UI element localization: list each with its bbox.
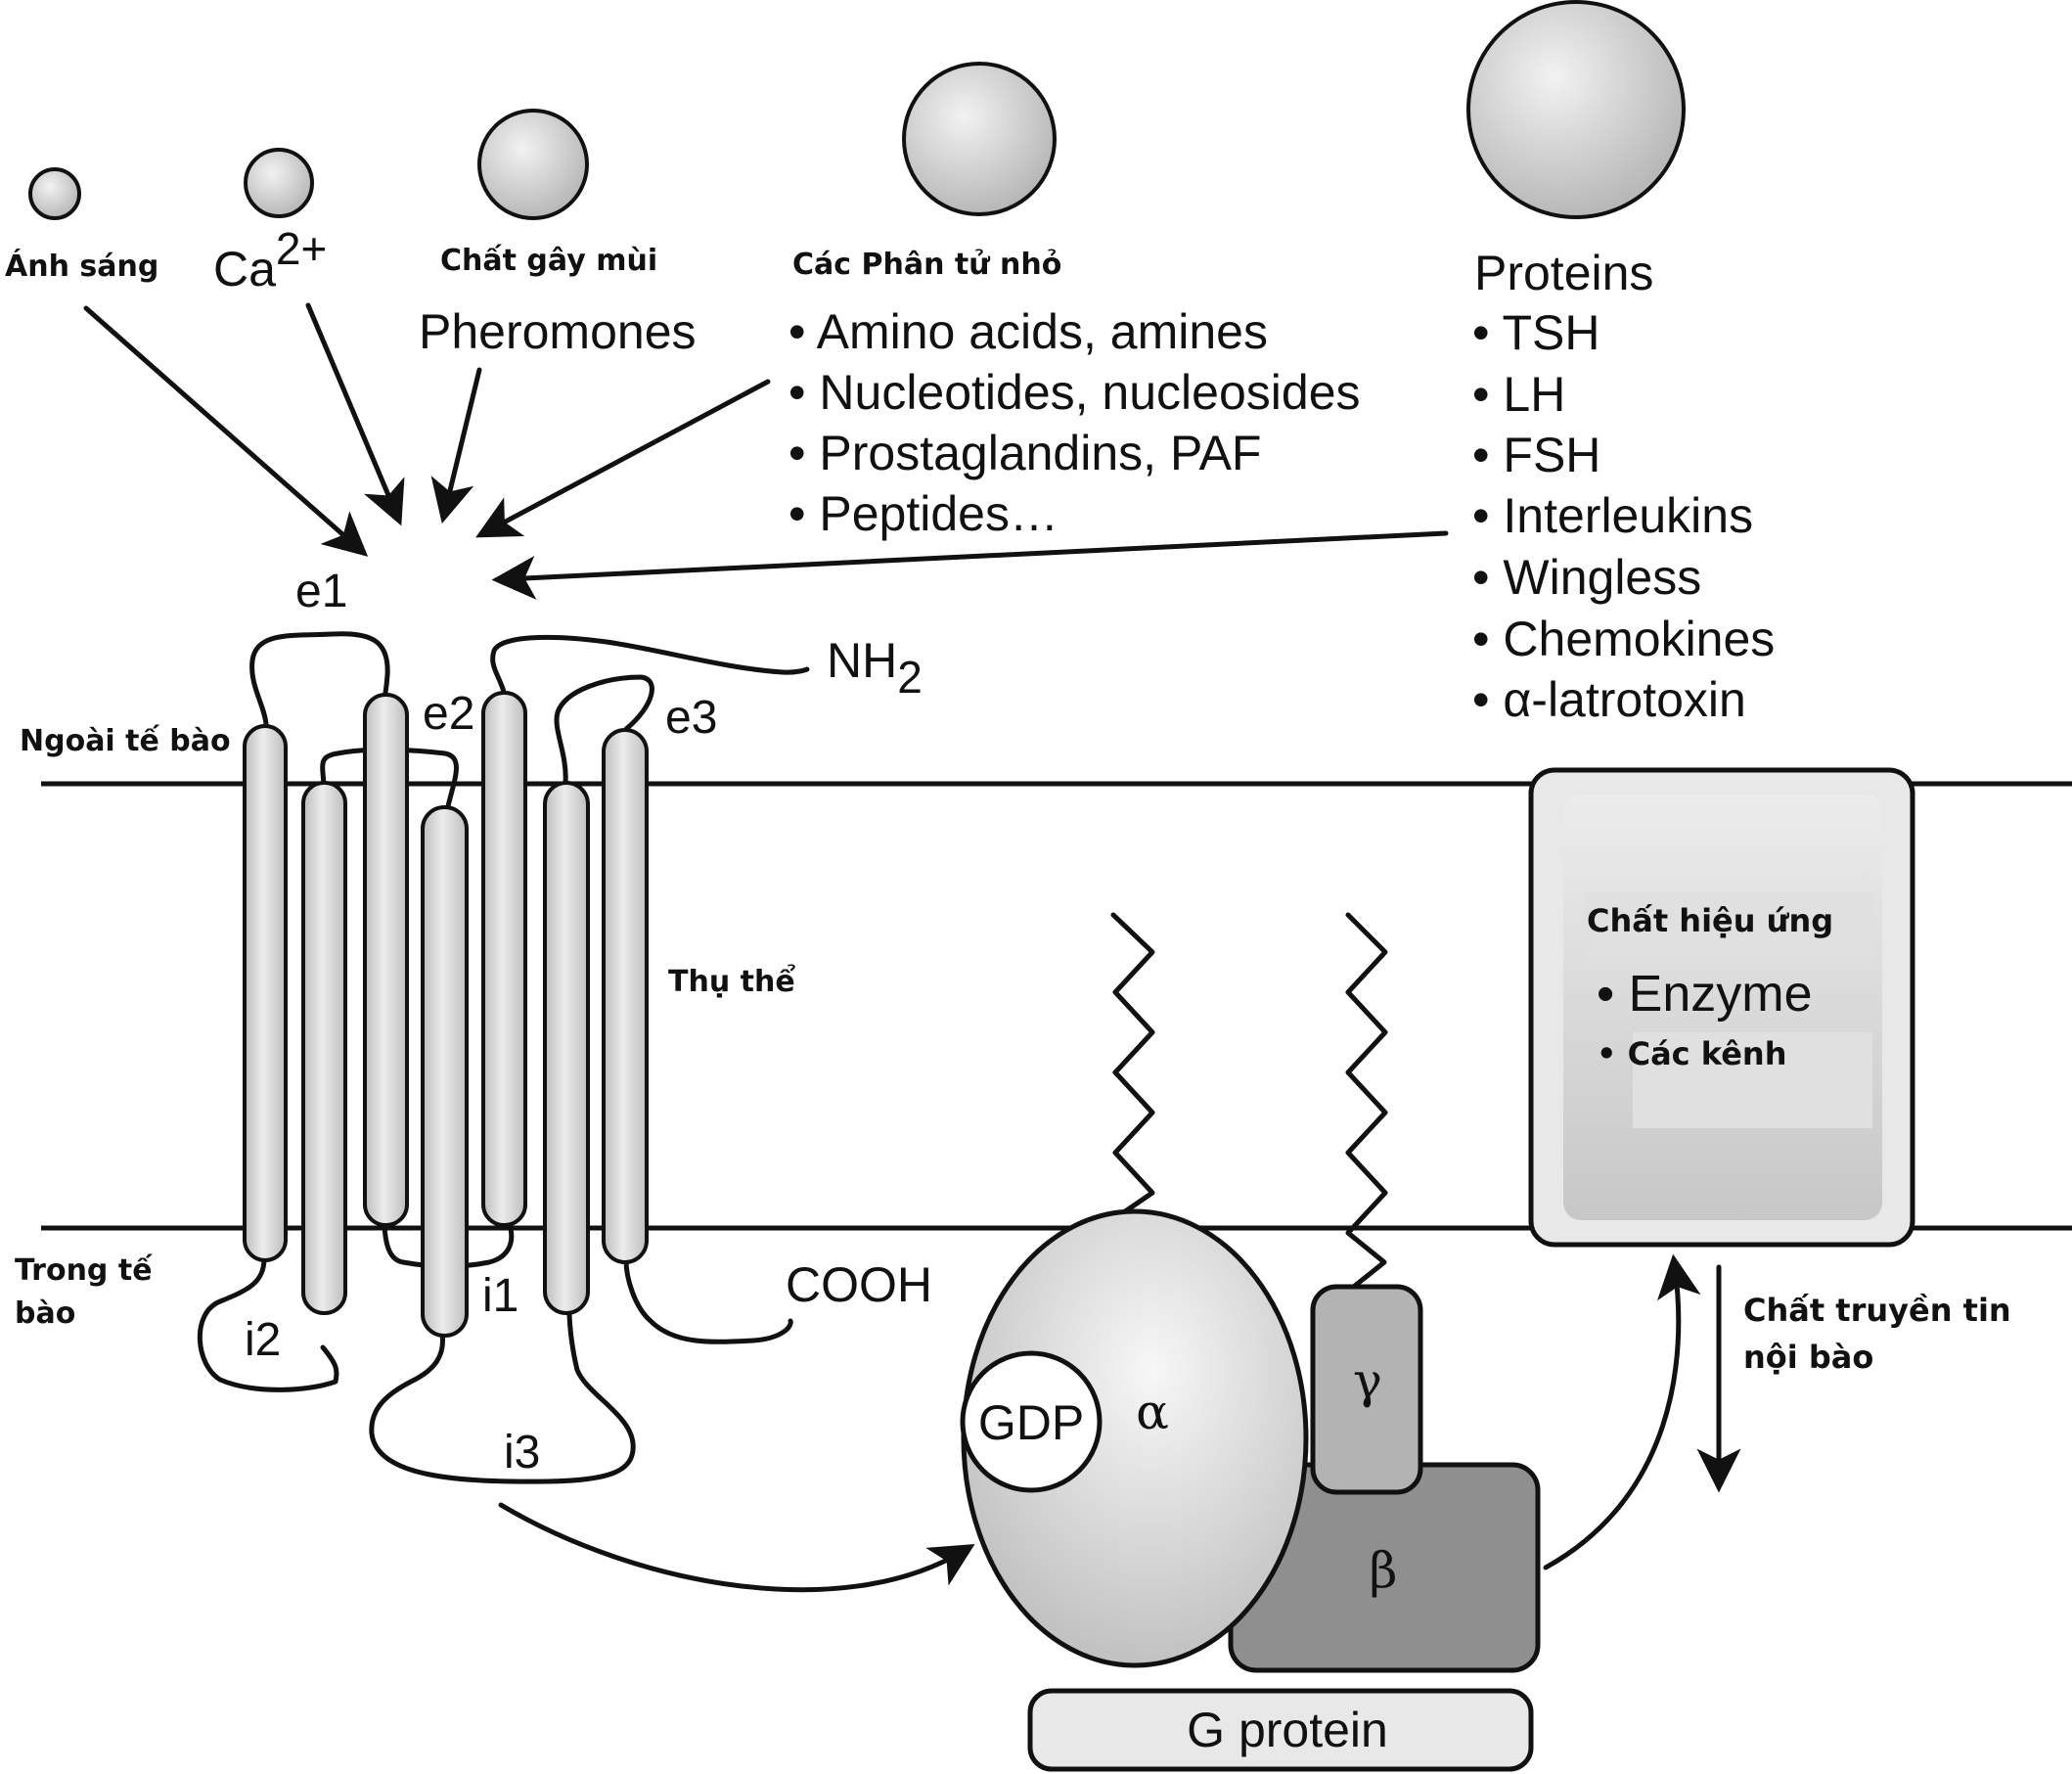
- messenger-label-line1: Chất truyền tin: [1743, 1292, 2011, 1329]
- light-arrow: [83, 305, 369, 557]
- small-molecule-particle-icon: [902, 62, 1057, 216]
- gdp-label: GDP: [978, 1395, 1084, 1450]
- c-terminus-label: COOH: [786, 1257, 932, 1312]
- protein-particle-icon: [1466, 0, 1686, 219]
- gdp-site: [960, 1350, 1103, 1493]
- small-molecules-arrow: [475, 379, 771, 538]
- loop-e2: [490, 634, 810, 695]
- helix-tm1: [243, 724, 288, 1262]
- proteins-heading: Proteins: [1474, 246, 1653, 300]
- effector-item-enzyme: • Enzyme: [1597, 966, 1813, 1023]
- protein-item: • LH: [1472, 367, 1565, 422]
- calcium-label: Ca2+: [213, 223, 327, 296]
- pheromones-label: Pheromones: [419, 304, 697, 359]
- loop-e3-label: e3: [665, 692, 717, 744]
- protein-item: • Interleukins: [1472, 488, 1753, 543]
- loop-e1-label: e1: [295, 566, 347, 617]
- small-molecule-item: • Amino acids, amines: [788, 304, 1268, 359]
- intracellular-label-line2: bào: [15, 1296, 75, 1331]
- odorants-label: Chất gây mùi: [440, 244, 657, 278]
- n-terminus-label: NH2: [827, 633, 923, 703]
- gamma-subunit: [1310, 1284, 1423, 1495]
- calcium-symbol: Ca: [213, 242, 276, 296]
- pheromones-arrow: [430, 367, 482, 524]
- loop-i2-label: i2: [245, 1314, 281, 1366]
- receptor-helices: [243, 691, 649, 1338]
- helix-tm3: [363, 693, 409, 1227]
- alpha-lipid-anchor: [1110, 912, 1155, 1221]
- alpha-label: α: [1136, 1384, 1169, 1440]
- proteins-arrow: [491, 530, 1449, 600]
- calcium-arrow: [305, 302, 405, 526]
- calcium-charge: 2+: [276, 223, 327, 274]
- calcium-particle-icon: [244, 148, 314, 218]
- loop-i2: [197, 1255, 339, 1392]
- extracellular-label: Ngoài tế bào: [20, 724, 231, 758]
- helix-tm4: [421, 805, 469, 1338]
- receptor-to-gprotein-arrow: [498, 1502, 975, 1593]
- light-particle-icon: [28, 167, 81, 220]
- small-molecules-heading: Các Phân tử nhỏ: [792, 248, 1061, 282]
- intracellular-label-line1: Trong tế: [15, 1253, 153, 1288]
- protein-item: • TSH: [1472, 305, 1600, 360]
- receptor-label: Thụ thể: [668, 964, 795, 999]
- odorant-particle-icon: [477, 109, 589, 220]
- helix-tm5: [481, 691, 527, 1227]
- loop-i3-label: i3: [504, 1427, 540, 1478]
- loop-cooh: [623, 1257, 793, 1344]
- small-molecule-item: • Nucleotides, nucleosides: [788, 365, 1361, 420]
- protein-item: • FSH: [1472, 428, 1600, 482]
- protein-item: • α-latrotoxin: [1472, 672, 1746, 727]
- helix-tm6: [543, 781, 590, 1315]
- loop-e1: [249, 631, 390, 727]
- small-molecule-item: • Peptides…: [788, 486, 1059, 541]
- effector-channel-bg: [1633, 1032, 1872, 1128]
- gamma-lipid-anchor: [1345, 912, 1388, 1293]
- messenger-label: Chất truyền tin nội bào: [1743, 1292, 2011, 1376]
- effector-title: Chất hiệu ứng: [1587, 902, 1833, 939]
- beta-label: β: [1370, 1542, 1398, 1599]
- protein-item: • Wingless: [1472, 550, 1701, 605]
- loop-i1-label: i1: [482, 1270, 518, 1322]
- loop-e2-label: e2: [423, 688, 474, 740]
- loop-e3: [554, 674, 654, 786]
- messenger-label-line2: nội bào: [1743, 1339, 1873, 1376]
- intracellular-label: Trong tế bào: [15, 1253, 153, 1331]
- effector-title-bg: [1585, 892, 1873, 957]
- small-molecule-item: • Prostaglandins, PAF: [788, 426, 1261, 480]
- light-label: Ánh sáng: [5, 249, 158, 284]
- nh2-subscript: 2: [897, 652, 923, 703]
- helix-tm7: [602, 728, 649, 1264]
- g-protein-label-box: [1027, 1688, 1534, 1772]
- loop-i3: [369, 1308, 636, 1484]
- protein-item: • Chemokines: [1472, 612, 1775, 666]
- gamma-label: γ: [1353, 1352, 1382, 1409]
- helix-tm2: [301, 781, 347, 1315]
- g-protein-label: G protein: [1187, 1703, 1388, 1757]
- nh2-symbol: NH: [827, 633, 897, 688]
- gprotein-to-effector-arrow: [1543, 1253, 1701, 1570]
- effector-item-channels: • Các kênh: [1597, 1035, 1786, 1072]
